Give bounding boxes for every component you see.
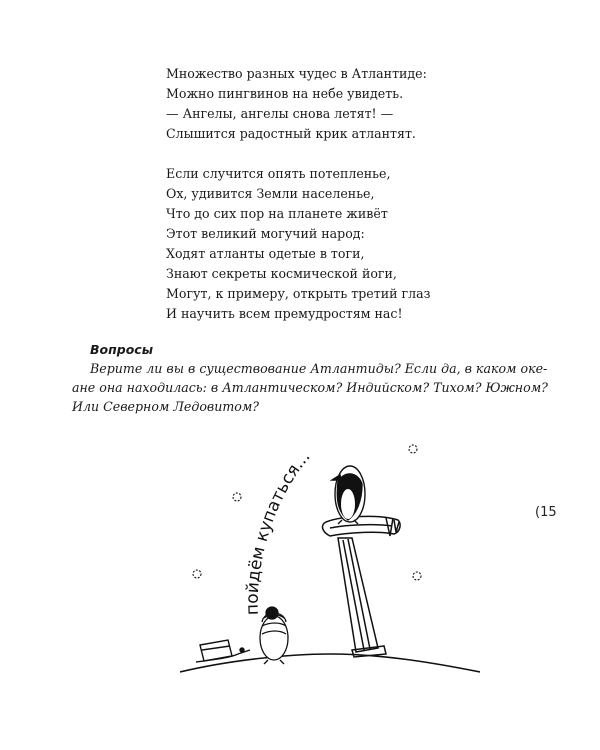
star-icon (232, 492, 242, 502)
questions-line: Или Северном Ледовитом? (72, 399, 260, 414)
page-number: (15 (535, 505, 557, 520)
poem: Множество разных чудес в Атлантиде: Можн… (166, 64, 466, 324)
poem-line: Если случится опять потепленье, (166, 166, 391, 181)
poem-line: Ходят атланты одетые в тоги, (166, 246, 365, 261)
star-icon (408, 444, 418, 454)
ground-hill (180, 653, 480, 673)
poem-line: Знают секреты космической йоги, (166, 266, 397, 281)
questions-heading: Вопросы (90, 342, 154, 357)
small-figure-icon (259, 606, 289, 665)
poem-line: Множество разных чудес в Атлантиде: (166, 66, 427, 81)
poem-line: Что до сих пор на планете живёт (166, 206, 388, 221)
questions-line: ане она находилась: в Атлантическом? Инд… (72, 380, 548, 395)
penguin-icon (329, 465, 366, 525)
poem-stanza-1: Множество разных чудес в Атлантиде: Можн… (166, 64, 466, 144)
column-icon (321, 515, 401, 658)
poem-line: Слышится радостный крик атлантят. (166, 126, 416, 141)
penguin-column-illustration: пойдём купаться... (180, 444, 480, 673)
page-number-value: 15 (540, 505, 557, 520)
star-icon (192, 569, 202, 579)
poem-line: Можно пингвинов на небе увидеть. (166, 86, 404, 101)
stars-group (192, 444, 422, 581)
illustration-caption-path: пойдём купаться... (243, 447, 315, 616)
star-icon (412, 571, 422, 581)
sled-icon (195, 639, 251, 663)
poem-line: — Ангелы, ангелы снова летят! — (166, 106, 394, 121)
poem-line: И научить всем премудростям нас! (166, 306, 403, 321)
poem-line: Ох, удивится Земли населенье, (166, 186, 375, 201)
poem-stanza-2: Если случится опять потепленье, Ох, удив… (166, 164, 466, 324)
poem-line: Этот великий могучий народ: (166, 226, 365, 241)
questions-section: Вопросы Верите ли вы в существование Атл… (72, 340, 548, 416)
questions-line: Верите ли вы в существование Атлантиды? … (90, 361, 548, 376)
questions-text: Верите ли вы в существование Атлантиды? … (72, 359, 548, 416)
poem-line: Могут, к примеру, открыть третий глаз (166, 286, 431, 301)
page-bracket: ( (535, 505, 541, 520)
illustration-caption: пойдём купаться... (243, 447, 315, 616)
